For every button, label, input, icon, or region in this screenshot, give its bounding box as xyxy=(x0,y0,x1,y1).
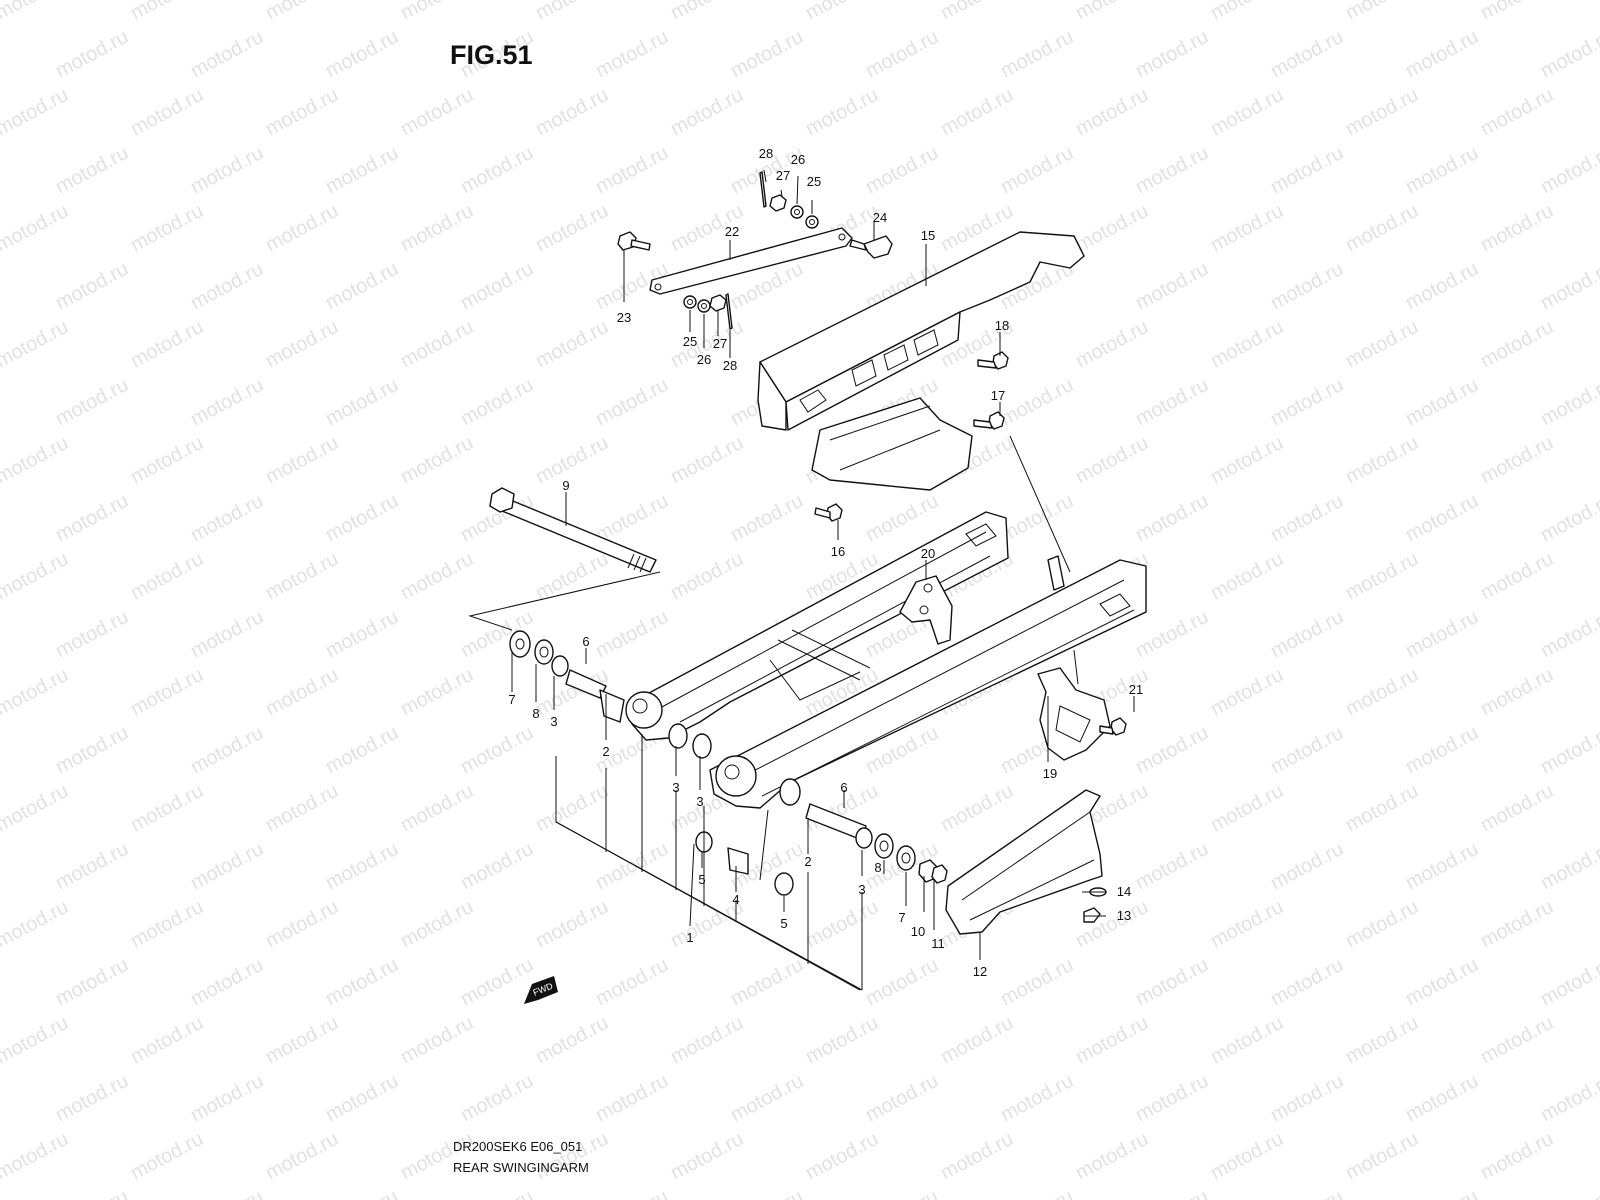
callout-c22: 22 xyxy=(725,224,739,239)
chain-guide-part xyxy=(1037,667,1127,761)
callout-c3-mid-a: 3 xyxy=(672,780,679,795)
callout-c2-left: 2 xyxy=(602,744,609,759)
callout-c6-right: 6 xyxy=(840,780,847,795)
callout-c8-right: 8 xyxy=(874,860,881,875)
callout-c10: 10 xyxy=(911,924,925,939)
callout-c3-right: 3 xyxy=(858,882,865,897)
callout-c3-mid-b: 3 xyxy=(696,794,703,809)
callout-c26-bot: 26 xyxy=(697,352,711,367)
callout-c3-left: 3 xyxy=(550,714,557,729)
callout-c13: 13 xyxy=(1117,908,1131,923)
callout-c28-top: 28 xyxy=(759,146,773,161)
callout-c15: 15 xyxy=(921,228,935,243)
callout-c7-right: 7 xyxy=(898,910,905,925)
chain-case-part xyxy=(757,231,1085,491)
callout-c19: 19 xyxy=(1043,766,1057,781)
pivot-hardware-right xyxy=(695,778,948,896)
callout-c25-top: 25 xyxy=(807,174,821,189)
callout-c6-left: 6 xyxy=(582,634,589,649)
callout-c7-left: 7 xyxy=(508,692,515,707)
callout-c27-top: 27 xyxy=(776,168,790,183)
callout-c25-bot: 25 xyxy=(683,334,697,349)
callout-c5-right: 5 xyxy=(780,916,787,931)
callout-c16: 16 xyxy=(831,544,845,559)
callout-c27-bot: 27 xyxy=(713,336,727,351)
callout-c1: 1 xyxy=(686,930,693,945)
callout-c11: 11 xyxy=(931,936,945,951)
pivot-shaft-part xyxy=(489,487,657,573)
callout-c2-right: 2 xyxy=(804,854,811,869)
leader-lines xyxy=(511,169,1135,991)
chain-case-stay-part xyxy=(649,227,853,295)
construction-lines xyxy=(468,435,1079,685)
bracket-part xyxy=(899,575,953,645)
callout-c17: 17 xyxy=(991,388,1005,403)
callout-c18: 18 xyxy=(995,318,1009,333)
figure-title: FIG.51 xyxy=(450,40,533,70)
callout-c28-bot: 28 xyxy=(723,358,737,373)
callout-c4: 4 xyxy=(732,892,739,907)
fwd-direction-badge: FWD xyxy=(524,976,558,1004)
callout-c8-left: 8 xyxy=(532,706,539,721)
callout-c21: 21 xyxy=(1129,682,1143,697)
callout-c26-top: 26 xyxy=(791,152,805,167)
stay-hardware xyxy=(617,171,1009,522)
chain-buffer-part xyxy=(945,789,1107,935)
callout-c14: 14 xyxy=(1117,884,1131,899)
callout-c12: 12 xyxy=(973,964,987,979)
callout-c23: 23 xyxy=(617,310,631,325)
callout-c5-left: 5 xyxy=(698,872,705,887)
document-code: DR200SEK6 E06_051 xyxy=(453,1139,583,1154)
callout-c9: 9 xyxy=(562,478,569,493)
callout-c24: 24 xyxy=(873,210,887,225)
figure-caption: REAR SWINGINGARM xyxy=(453,1160,589,1175)
callout-c20: 20 xyxy=(921,546,935,561)
swingarm-part xyxy=(625,511,1147,809)
